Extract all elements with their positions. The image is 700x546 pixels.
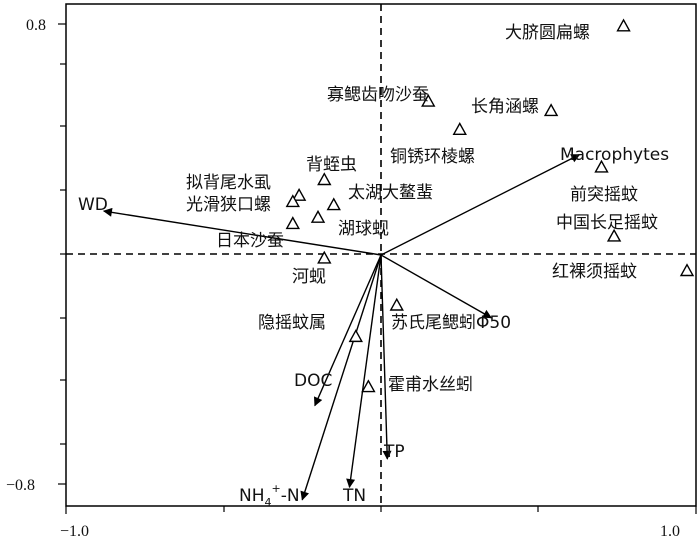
species-point-8	[310, 209, 326, 223]
species-label: 湖球蚬	[338, 219, 389, 239]
env-vector-arrow-5	[300, 254, 382, 501]
species-label: 光滑狭口螺	[186, 195, 271, 215]
x-tick-label-left: −1.0	[60, 523, 89, 540]
species-label: 拟背尾水虱	[186, 173, 271, 193]
y-tick-label-bottom: −0.8	[6, 477, 35, 494]
vector-label-wd: WD	[78, 195, 108, 215]
species-point-6	[285, 194, 300, 208]
x-tick-label-right: 1.0	[660, 523, 680, 540]
env-vector-arrow-3	[346, 254, 382, 489]
species-label: 前突摇蚊	[570, 185, 638, 205]
species-point-5	[291, 187, 307, 201]
species-label: 长角涵螺	[471, 97, 539, 117]
species-point-12	[606, 228, 622, 242]
env-vector-arrow-2	[380, 254, 392, 460]
species-point-7	[326, 197, 341, 211]
species-point-3	[452, 122, 467, 136]
species-point-4	[317, 172, 332, 186]
vector-label-tn: TN	[342, 486, 366, 506]
vector-label-macrophytes: Macrophytes	[560, 145, 669, 165]
species-points	[285, 18, 695, 393]
species-label: 河蚬	[292, 267, 326, 287]
vector-label-nh4-n: NH4+-N	[239, 482, 300, 509]
species-label: 背蛭虫	[306, 155, 357, 175]
environment-vectors	[102, 153, 581, 501]
species-point-0	[616, 18, 631, 32]
vector-label-tp: TP	[383, 442, 405, 462]
species-point-2	[543, 103, 559, 117]
species-point-1	[421, 93, 436, 107]
vector-label-tubificid: 苏氏尾鳃蚓Φ50	[391, 313, 511, 333]
species-label: 大脐圆扁螺	[505, 23, 590, 43]
species-label: 铜锈环棱螺	[390, 147, 475, 167]
env-vector-arrow-4	[313, 254, 382, 407]
species-label: 霍甫水丝蚓	[388, 375, 473, 395]
species-point-11	[594, 159, 609, 173]
species-point-14	[348, 329, 363, 343]
species-point-13	[679, 263, 695, 277]
species-point-16	[361, 379, 376, 393]
species-label: 红裸须摇蚊	[552, 262, 637, 282]
y-tick-label-top: 0.8	[26, 17, 46, 34]
species-label: 日本沙蚕	[216, 231, 284, 251]
vector-label-doc: DOC	[294, 371, 332, 391]
env-vector-arrow-6	[380, 254, 493, 319]
species-label: 寡鳃齿吻沙蚕	[327, 85, 429, 105]
species-point-9	[285, 216, 300, 230]
species-label: 隐摇蚊属	[258, 313, 326, 333]
species-point-10	[317, 250, 332, 264]
species-label: 太湖大鳌蜚	[348, 183, 433, 203]
env-vector-arrow-1	[102, 207, 382, 256]
species-point-15	[389, 297, 404, 311]
species-label: 中国长足摇蚊	[556, 213, 658, 233]
env-vector-arrow-0	[380, 153, 581, 256]
